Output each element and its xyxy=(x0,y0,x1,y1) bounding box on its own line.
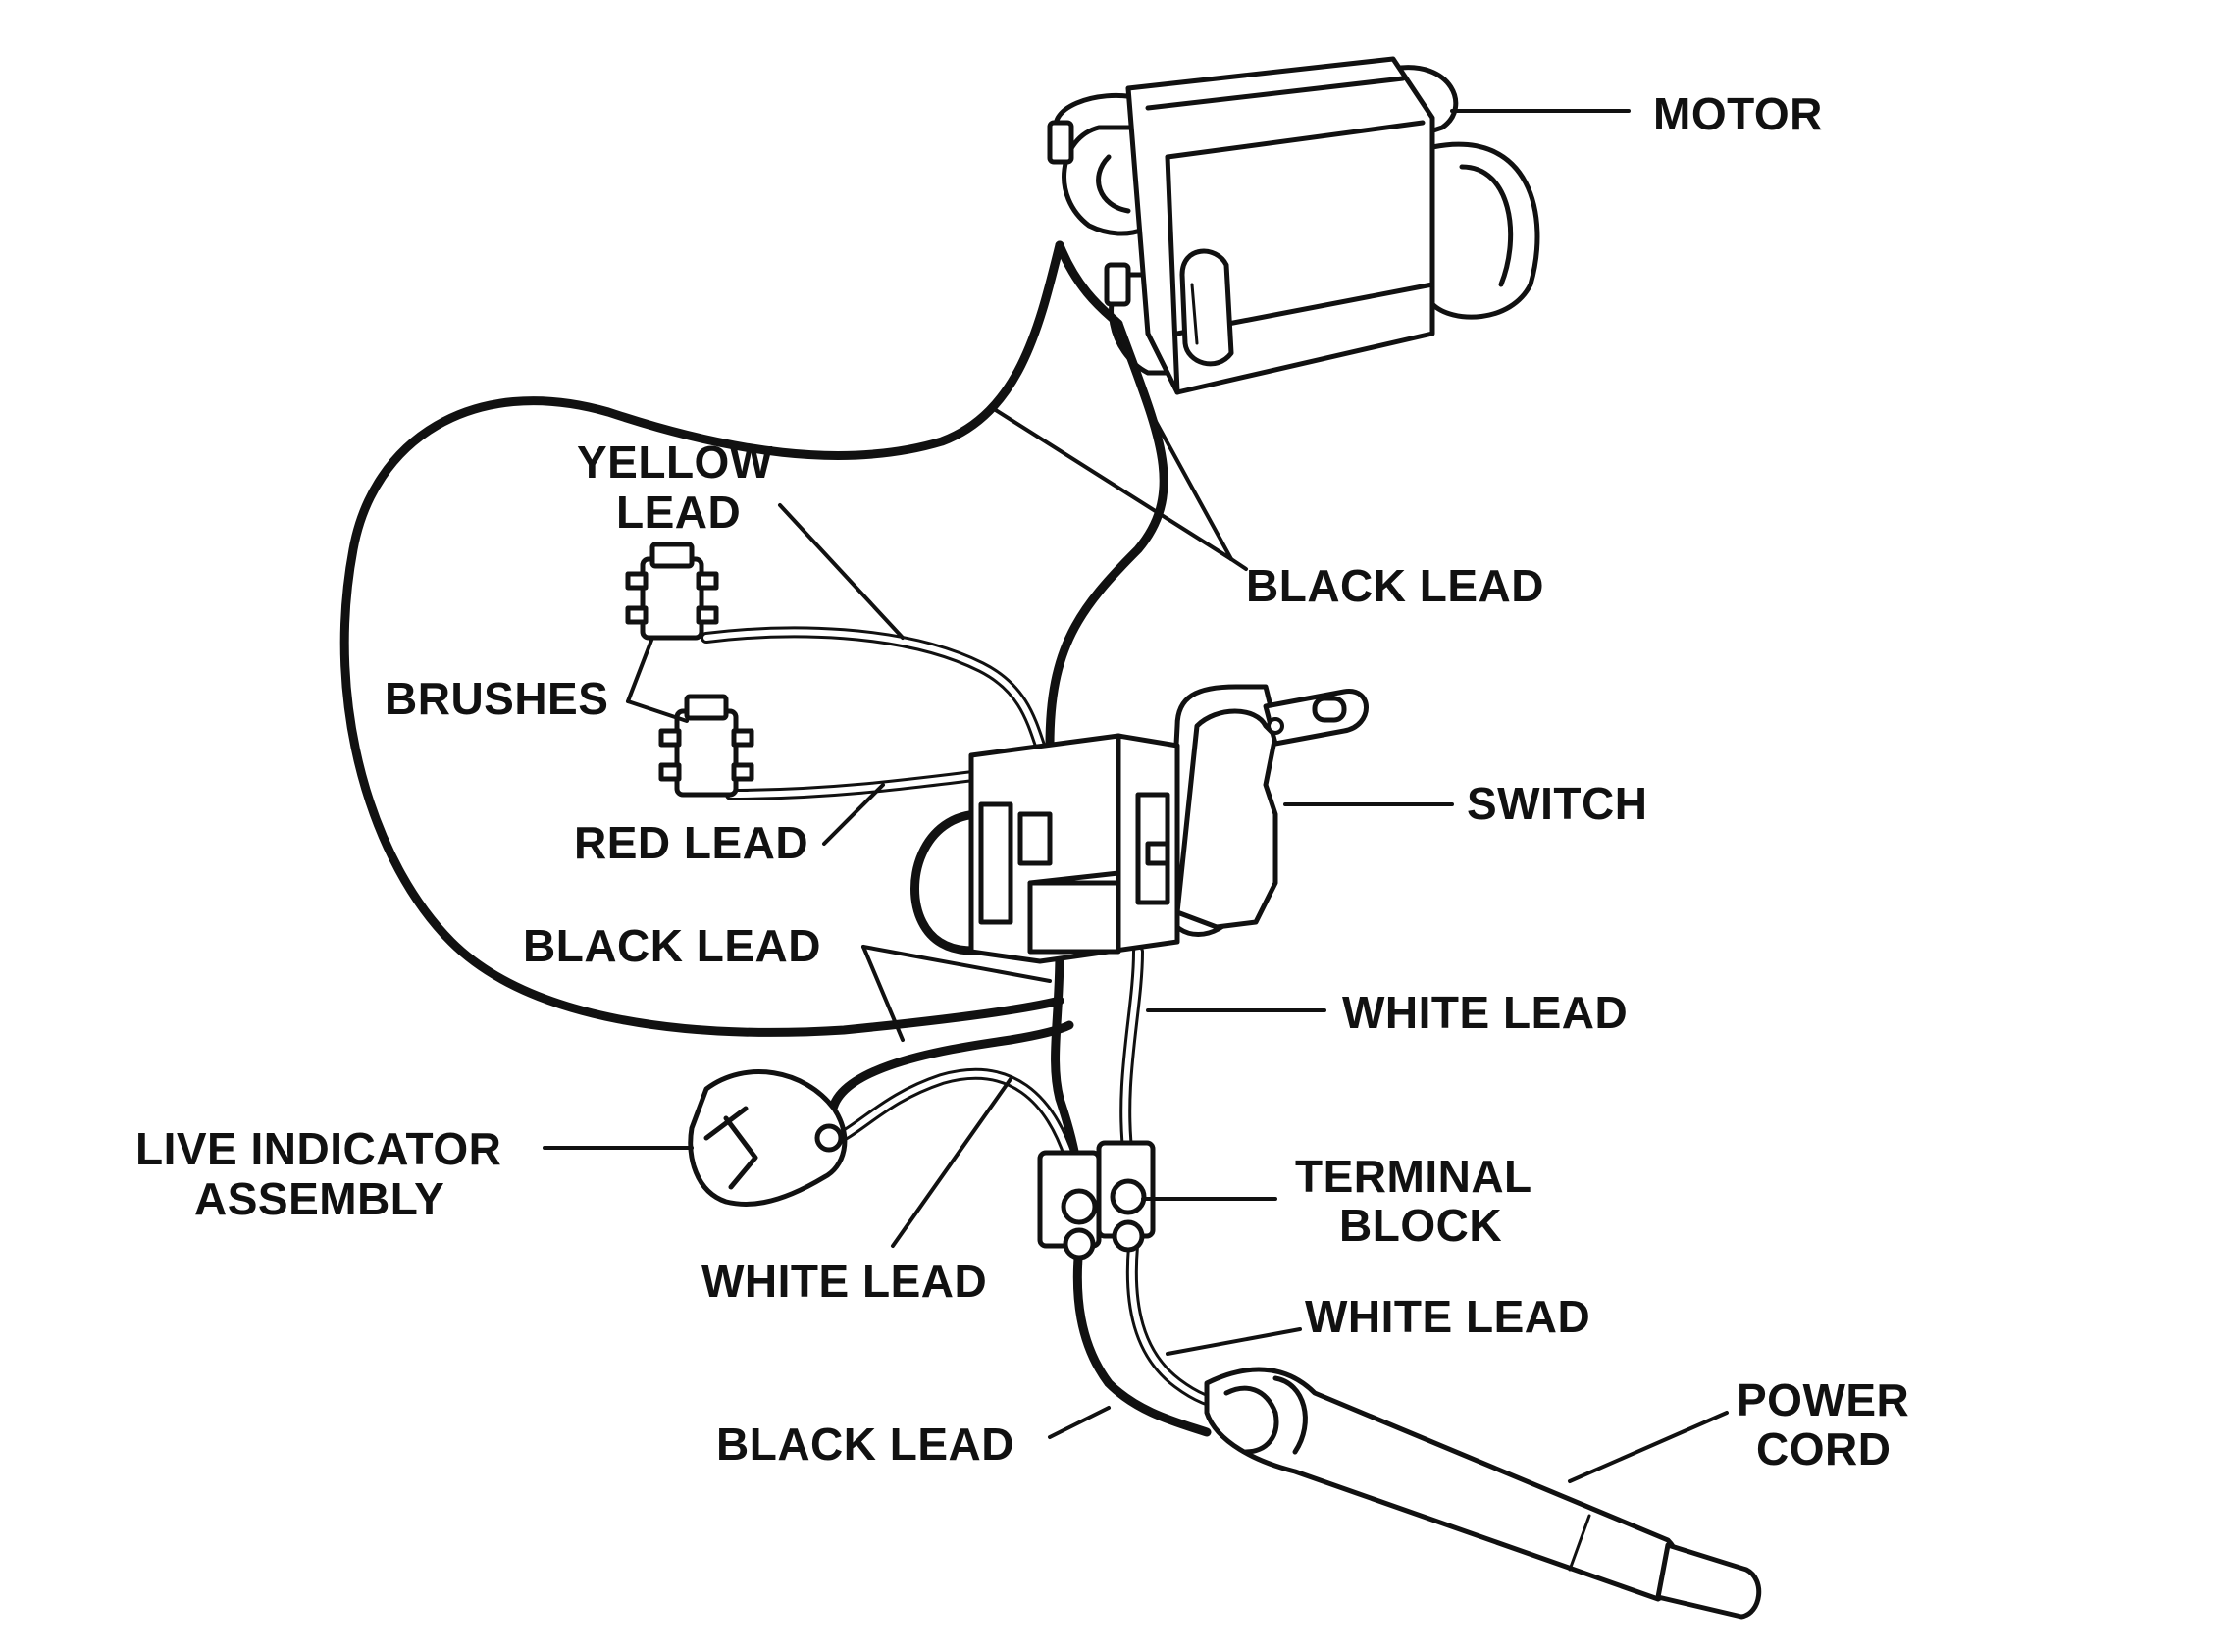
label-power-cord-2: CORD xyxy=(1756,1423,1891,1474)
label-black-lead-mid: BLACK LEAD xyxy=(523,920,821,971)
label-motor: MOTOR xyxy=(1653,88,1823,139)
label-white-lead-left: WHITE LEAD xyxy=(701,1256,987,1307)
live-indicator-assembly xyxy=(688,1069,848,1207)
brushes xyxy=(625,542,754,798)
label-black-lead-top: BLACK LEAD xyxy=(1246,560,1544,611)
label-terminal-block-1: TERMINAL xyxy=(1295,1151,1532,1202)
label-live-indicator-1: LIVE INDICATOR xyxy=(135,1123,501,1174)
label-red-lead: RED LEAD xyxy=(574,817,808,868)
label-yellow-lead-2: LEAD xyxy=(616,487,741,538)
label-white-lead-right: WHITE LEAD xyxy=(1342,987,1628,1038)
label-switch: SWITCH xyxy=(1467,778,1647,829)
label-black-lead-bottom: BLACK LEAD xyxy=(716,1419,1014,1470)
terminal-block xyxy=(1037,1140,1156,1261)
label-white-lead-cord: WHITE LEAD xyxy=(1305,1291,1590,1342)
label-yellow-lead-1: YELLOW xyxy=(577,437,773,488)
power-cord xyxy=(1204,1367,1762,1620)
label-terminal-block-2: BLOCK xyxy=(1339,1200,1502,1251)
label-power-cord-1: POWER xyxy=(1737,1374,1909,1425)
labels: MOTOR YELLOW LEAD BLACK LEAD BRUSHES SWI… xyxy=(135,88,1909,1474)
label-brushes: BRUSHES xyxy=(385,673,608,724)
leader-lines xyxy=(543,109,1729,1483)
switch xyxy=(968,684,1369,964)
brush-bottom xyxy=(658,694,754,798)
label-live-indicator-2: ASSEMBLY xyxy=(194,1173,444,1224)
brush-top xyxy=(625,542,719,641)
